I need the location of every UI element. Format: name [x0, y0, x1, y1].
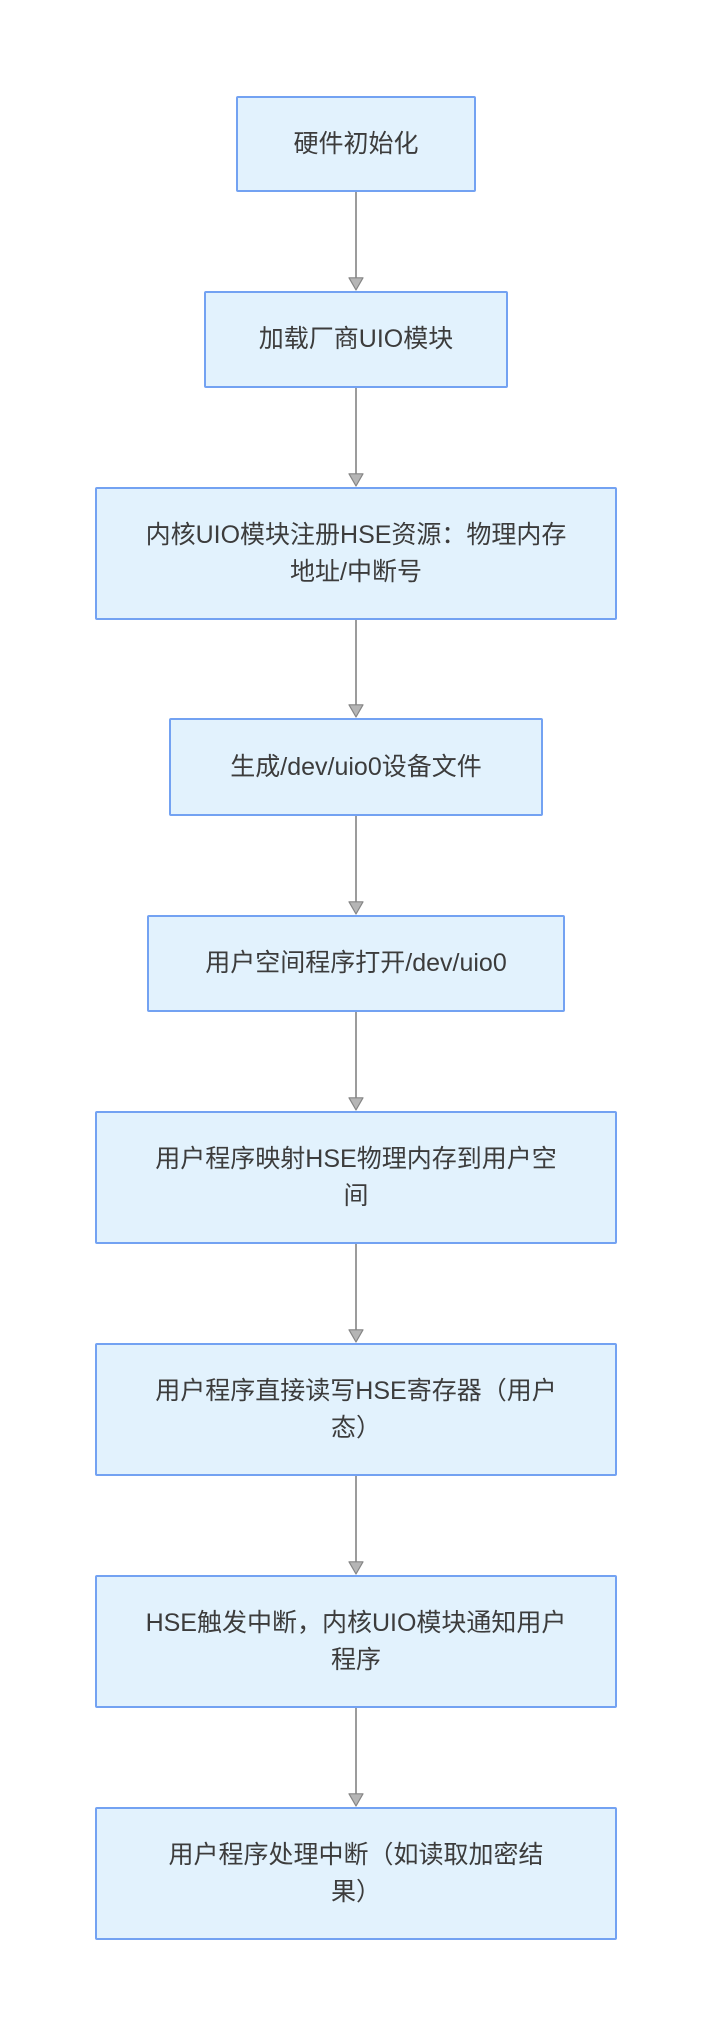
arrow-head-down-icon	[348, 1793, 364, 1807]
flow-arrow	[348, 192, 364, 291]
node-label: 果）	[330, 1877, 381, 1906]
node-label: 内核UIO模块注册HSE资源：物理内存	[145, 520, 567, 549]
flow-node-handle-interrupt: 用户程序处理中断（如读取加密结 果）	[95, 1807, 617, 1940]
node-label: 态）	[330, 1413, 381, 1442]
flow-node-rw-hse-registers: 用户程序直接读写HSE寄存器（用户 态）	[95, 1343, 617, 1476]
arrow-head-down-icon	[348, 704, 364, 718]
arrow-line	[355, 1244, 357, 1332]
arrow-line	[355, 816, 357, 904]
node-label: 加载厂商UIO模块	[258, 325, 454, 353]
node-label: 间	[343, 1181, 369, 1210]
flow-arrow	[348, 1708, 364, 1807]
flow-arrow	[348, 816, 364, 915]
arrow-head-down-icon	[348, 1097, 364, 1111]
flow-arrow	[348, 1244, 364, 1343]
arrow-head-down-icon	[348, 277, 364, 291]
node-label: HSE触发中断，内核UIO模块通知用户	[145, 1608, 567, 1637]
arrow-head-down-icon	[348, 1561, 364, 1575]
flow-arrow	[348, 388, 364, 487]
node-label: 用户空间程序打开/dev/uio0	[205, 949, 507, 977]
arrow-head-down-icon	[348, 473, 364, 487]
arrow-line	[355, 1708, 357, 1796]
flow-arrow	[348, 620, 364, 718]
arrow-head-down-icon	[348, 1329, 364, 1343]
arrow-line	[355, 620, 357, 707]
flow-arrow	[348, 1476, 364, 1575]
node-label: 硬件初始化	[293, 129, 419, 158]
arrow-line	[355, 388, 357, 476]
arrow-line	[355, 1012, 357, 1100]
node-label: 地址/中断号	[290, 557, 422, 586]
flow-node-register-hse-resources: 内核UIO模块注册HSE资源：物理内存 地址/中断号	[95, 487, 617, 620]
flow-node-create-dev-uio0: 生成/dev/uio0设备文件	[169, 718, 543, 816]
node-label: 生成/dev/uio0设备文件	[230, 752, 482, 781]
node-label: 用户程序处理中断（如读取加密结	[168, 1840, 544, 1869]
flow-node-hardware-init: 硬件初始化	[236, 96, 476, 192]
arrow-head-down-icon	[348, 901, 364, 915]
flow-node-interrupt-notify-user: HSE触发中断，内核UIO模块通知用户 程序	[95, 1575, 617, 1708]
arrow-line	[355, 192, 357, 280]
node-label: 用户程序直接读写HSE寄存器（用户	[155, 1376, 557, 1405]
flow-node-open-dev-uio0: 用户空间程序打开/dev/uio0	[147, 915, 565, 1012]
node-label: 用户程序映射HSE物理内存到用户空	[155, 1144, 557, 1173]
flow-node-mmap-hse-memory: 用户程序映射HSE物理内存到用户空 间	[95, 1111, 617, 1244]
flow-arrow	[348, 1012, 364, 1111]
node-label: 程序	[330, 1645, 381, 1674]
arrow-line	[355, 1476, 357, 1564]
flow-node-load-vendor-uio-module: 加载厂商UIO模块	[204, 291, 508, 388]
